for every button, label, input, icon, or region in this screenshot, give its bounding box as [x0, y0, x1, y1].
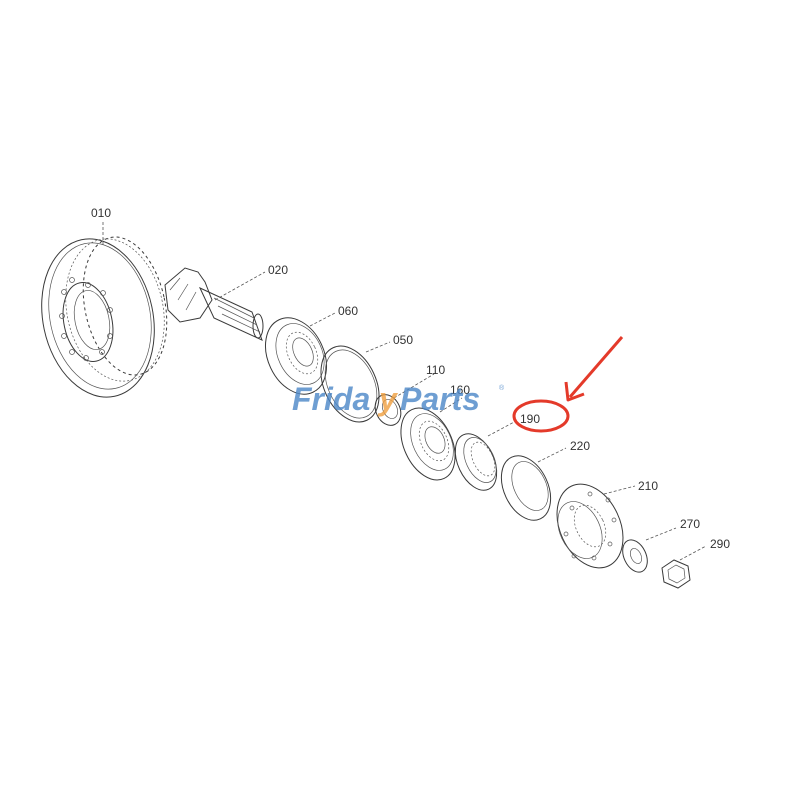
part-010-ring-gear: [41, 236, 168, 398]
highlight-circle: [512, 399, 570, 433]
part-label-190: 190: [520, 412, 540, 426]
part-label-010: 010: [91, 206, 111, 220]
part-label-110: 110: [426, 363, 445, 377]
part-label-050: 050: [393, 333, 413, 347]
part-060-bearing: [265, 317, 327, 395]
part-290-nut: [661, 559, 691, 589]
watermark-text-frida: Frida: [292, 381, 370, 417]
leader-190: [487, 420, 517, 437]
arrow-head-icon: [564, 381, 585, 402]
part-110-collar: [374, 394, 402, 426]
leader-220: [537, 447, 567, 463]
leader-060: [309, 312, 336, 327]
part-label-270: 270: [680, 517, 700, 531]
leader-160: [439, 397, 463, 413]
leader-050: [365, 341, 391, 353]
part-020-pinion-shaft: [164, 267, 264, 341]
part-210-coupling-flange: [556, 483, 624, 569]
part-label-210: 210: [638, 479, 658, 493]
part-050-shim-ring: [320, 345, 380, 423]
watermark-text-parts: Parts: [400, 381, 480, 417]
fridayparts-watermark: Frida y Parts ®: [292, 381, 505, 417]
leader-020: [214, 271, 266, 301]
watermark-registered: ®: [499, 384, 505, 392]
part-220-seal-ring: [500, 455, 552, 521]
arrow-shaft: [568, 336, 624, 398]
leader-110: [393, 373, 435, 399]
watermark-text-y: y: [377, 381, 399, 417]
part-270-washer: [622, 539, 648, 573]
part-190-oil-seal: [454, 433, 498, 491]
part-label-160: 160: [450, 383, 470, 397]
part-label-020: 020: [268, 263, 288, 277]
leader-270: [645, 527, 677, 541]
part-label-220: 220: [570, 439, 590, 453]
part-label-060: 060: [338, 304, 358, 318]
part-160-bearing: [400, 407, 456, 481]
part-label-290: 290: [710, 537, 730, 551]
leader-210: [603, 485, 636, 495]
leader-290: [679, 545, 707, 561]
highlight-annotation: [512, 336, 624, 433]
